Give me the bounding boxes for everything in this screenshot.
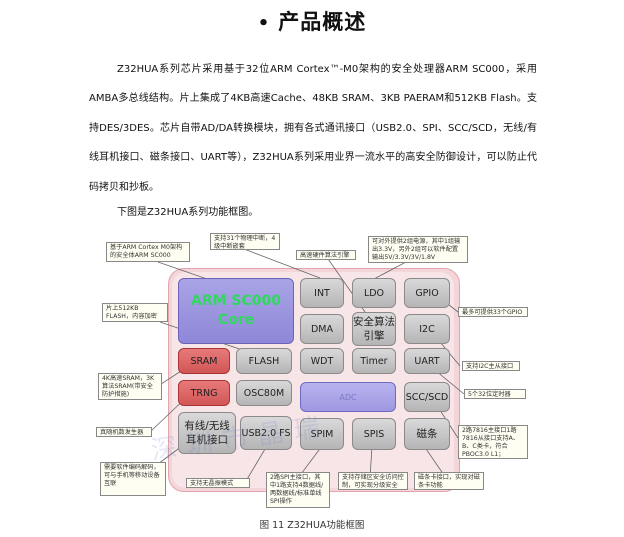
note-crypto: 高速硬件算法引擎 bbox=[296, 250, 356, 260]
sram-block: SRAM bbox=[178, 348, 230, 374]
section-title-text: 产品概述 bbox=[278, 10, 367, 34]
osc80m-block: OSC80M bbox=[236, 380, 292, 406]
spis-block: SPIS bbox=[352, 418, 396, 450]
timer-block: Timer bbox=[352, 348, 396, 374]
usb-fs-block: USB2.0 FS bbox=[240, 416, 292, 450]
note-flash: 片上512KB FLASH，内容加密 bbox=[102, 303, 168, 322]
note-earphone: 需要软件编码解码，可与手机等移动设备互联 bbox=[100, 462, 166, 496]
trng-block: TRNG bbox=[178, 380, 230, 406]
note-magstripe: 磁条卡接口，实现对磁条卡功能 bbox=[414, 472, 484, 490]
overview-paragraph: Z32HUA系列芯片采用基于32位ARM Cortex™-M0架构的安全处理器A… bbox=[89, 55, 537, 202]
earphone-interface-block: 有线/无线耳机接口 bbox=[178, 412, 236, 454]
adc-block: ADC bbox=[300, 382, 396, 412]
dma-block: DMA bbox=[300, 314, 344, 344]
wdt-block: WDT bbox=[300, 348, 344, 374]
spim-block: SPIM bbox=[300, 418, 344, 450]
scc-scd-block: SCC/SCD bbox=[404, 382, 450, 412]
note-spim: 2路SPI主接口，其中1路支持4数据线/两数据线/标准单线SPI操作 bbox=[266, 472, 330, 508]
magstripe-block: 磁条 bbox=[404, 418, 450, 450]
arm-sc000-core-block: ARM SC000 Core bbox=[178, 278, 294, 344]
int-block: INT bbox=[300, 278, 344, 308]
overview-text: Z32HUA系列芯片采用基于32位ARM Cortex™-M0架构的安全处理器A… bbox=[89, 64, 537, 193]
note-trng: 真随机数发生器 bbox=[96, 427, 152, 437]
figure-intro: 下图是Z32HUA系列功能框图。 bbox=[117, 207, 259, 218]
note-spis: 支持存储区安全访问控制，可实现分级安全 bbox=[338, 472, 408, 490]
i2c-block: I2C bbox=[404, 314, 450, 344]
section-title: • 产品概述 bbox=[0, 6, 624, 36]
ldo-block: LDO bbox=[352, 278, 396, 308]
crypto-engine-block: 安全算法引擎 bbox=[352, 312, 396, 346]
note-ldo: 可对外提供2组电源，其中1组输出3.3V，另外2组可以软件配置输出5V/3.3V… bbox=[368, 236, 468, 263]
note-scc: 2路7816主接口1路7816从接口支持A、B、C类卡，符合PBOC3.0 L1… bbox=[458, 425, 528, 459]
note-gpio: 最多可提供33个GPIO bbox=[458, 307, 528, 317]
note-sram: 4K高速SRAM，3K算法SRAM(带安全防护措施) bbox=[98, 373, 162, 400]
note-core: 基于ARM Cortex M0架构的安全体ARM SC000 bbox=[106, 242, 190, 262]
note-uart: 5个32位定时器 bbox=[464, 389, 526, 399]
flash-block: FLASH bbox=[236, 348, 292, 374]
figure-caption: 图 11 Z32HUA功能框图 bbox=[259, 520, 365, 531]
note-i2c: 支持I2C主从接口 bbox=[462, 361, 520, 371]
gpio-block: GPIO bbox=[404, 278, 450, 308]
bullet-icon: • bbox=[257, 13, 271, 34]
note-usb: 支持无晶振模式 bbox=[186, 478, 250, 488]
uart-block: UART bbox=[404, 348, 450, 374]
note-int: 支持31个物理中断，4级中断嵌套 bbox=[210, 233, 280, 250]
